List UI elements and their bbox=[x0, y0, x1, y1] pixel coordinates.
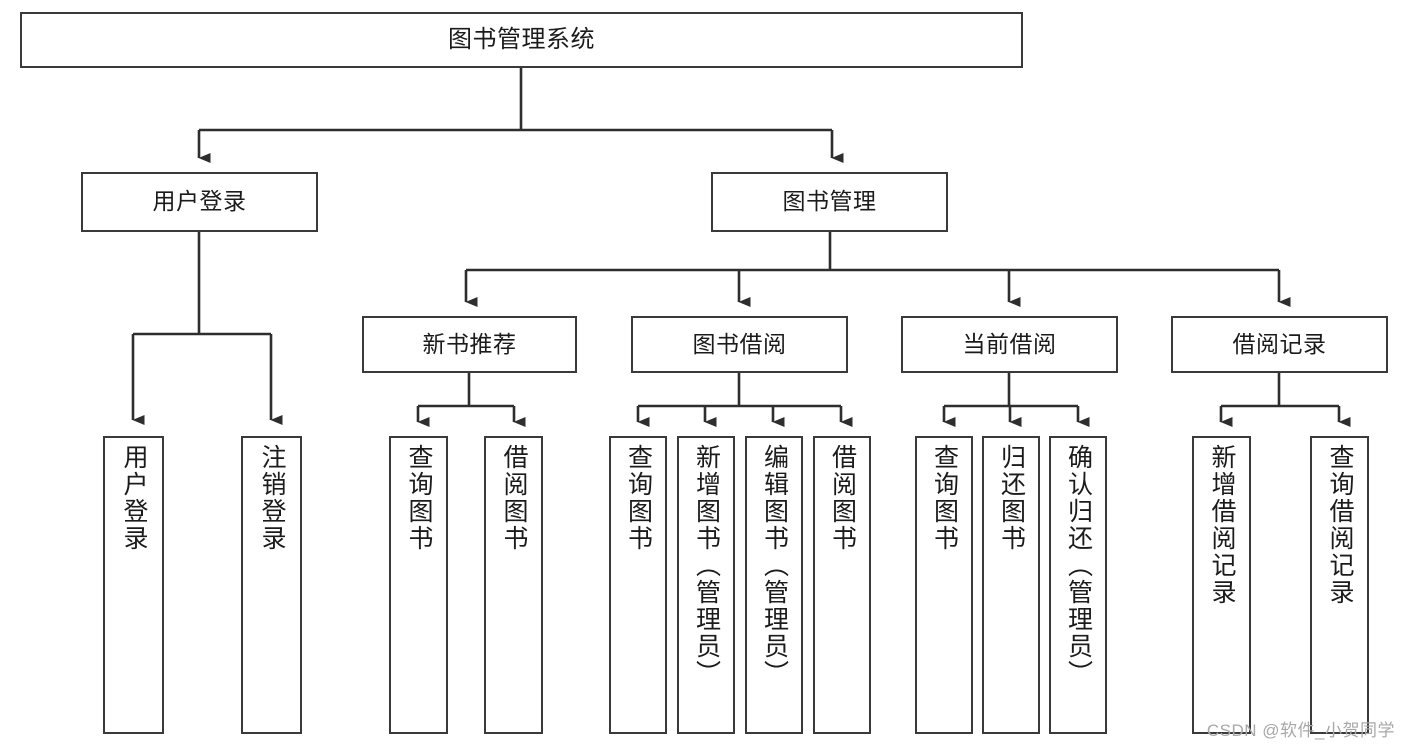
leaf-current-borrow-query[interactable]: 查询图书 bbox=[915, 436, 973, 734]
node-label: 确认归还（管理员） bbox=[1064, 444, 1093, 687]
node-label: 查询图书 bbox=[930, 444, 959, 552]
node-book-management[interactable]: 图书管理 bbox=[711, 172, 948, 232]
node-label: 图书管理系统 bbox=[448, 25, 595, 53]
node-label: 注销登录 bbox=[258, 444, 286, 552]
node-book-borrow[interactable]: 图书借阅 bbox=[631, 316, 848, 373]
node-label: 用户登录 bbox=[152, 188, 247, 215]
node-label: 查询图书 bbox=[624, 444, 653, 552]
node-label: 图书管理 bbox=[782, 188, 877, 215]
node-label: 当前借阅 bbox=[962, 330, 1057, 357]
node-label: 图书借阅 bbox=[692, 330, 787, 357]
leaf-new-book-query[interactable]: 查询图书 bbox=[389, 436, 448, 734]
node-label: 查询图书 bbox=[405, 444, 433, 552]
node-label: 借阅图书 bbox=[828, 444, 857, 552]
leaf-new-book-borrow[interactable]: 借阅图书 bbox=[484, 436, 543, 734]
leaf-user-login-signin[interactable]: 用户登录 bbox=[103, 436, 164, 734]
node-root-book-management-system[interactable]: 图书管理系统 bbox=[20, 12, 1023, 68]
node-label: 新增借阅记录 bbox=[1208, 444, 1236, 606]
node-label: 借阅图书 bbox=[500, 444, 528, 552]
leaf-borrow-record-add[interactable]: 新增借阅记录 bbox=[1192, 436, 1251, 734]
leaf-book-borrow-edit[interactable]: 编辑图书（管理员） bbox=[745, 436, 803, 734]
leaf-user-login-logout[interactable]: 注销登录 bbox=[241, 436, 302, 734]
node-label: 查询借阅记录 bbox=[1326, 444, 1354, 606]
node-current-borrow[interactable]: 当前借阅 bbox=[901, 316, 1118, 373]
node-borrow-records[interactable]: 借阅记录 bbox=[1171, 316, 1388, 373]
node-user-login[interactable]: 用户登录 bbox=[81, 172, 318, 232]
node-label: 用户登录 bbox=[120, 444, 148, 552]
node-new-book-recommend[interactable]: 新书推荐 bbox=[362, 316, 577, 373]
node-label: 新增图书（管理员） bbox=[692, 444, 721, 687]
node-label: 借阅记录 bbox=[1232, 330, 1327, 357]
node-label: 归还图书 bbox=[997, 444, 1026, 552]
leaf-current-borrow-confirm-return[interactable]: 确认归还（管理员） bbox=[1049, 436, 1107, 734]
leaf-book-borrow-query[interactable]: 查询图书 bbox=[609, 436, 667, 734]
leaf-current-borrow-return[interactable]: 归还图书 bbox=[982, 436, 1040, 734]
leaf-book-borrow-add[interactable]: 新增图书（管理员） bbox=[677, 436, 735, 734]
leaf-book-borrow-borrow[interactable]: 借阅图书 bbox=[813, 436, 871, 734]
node-label: 编辑图书（管理员） bbox=[760, 444, 789, 687]
node-label: 新书推荐 bbox=[422, 330, 517, 357]
leaf-borrow-record-query[interactable]: 查询借阅记录 bbox=[1310, 436, 1369, 734]
